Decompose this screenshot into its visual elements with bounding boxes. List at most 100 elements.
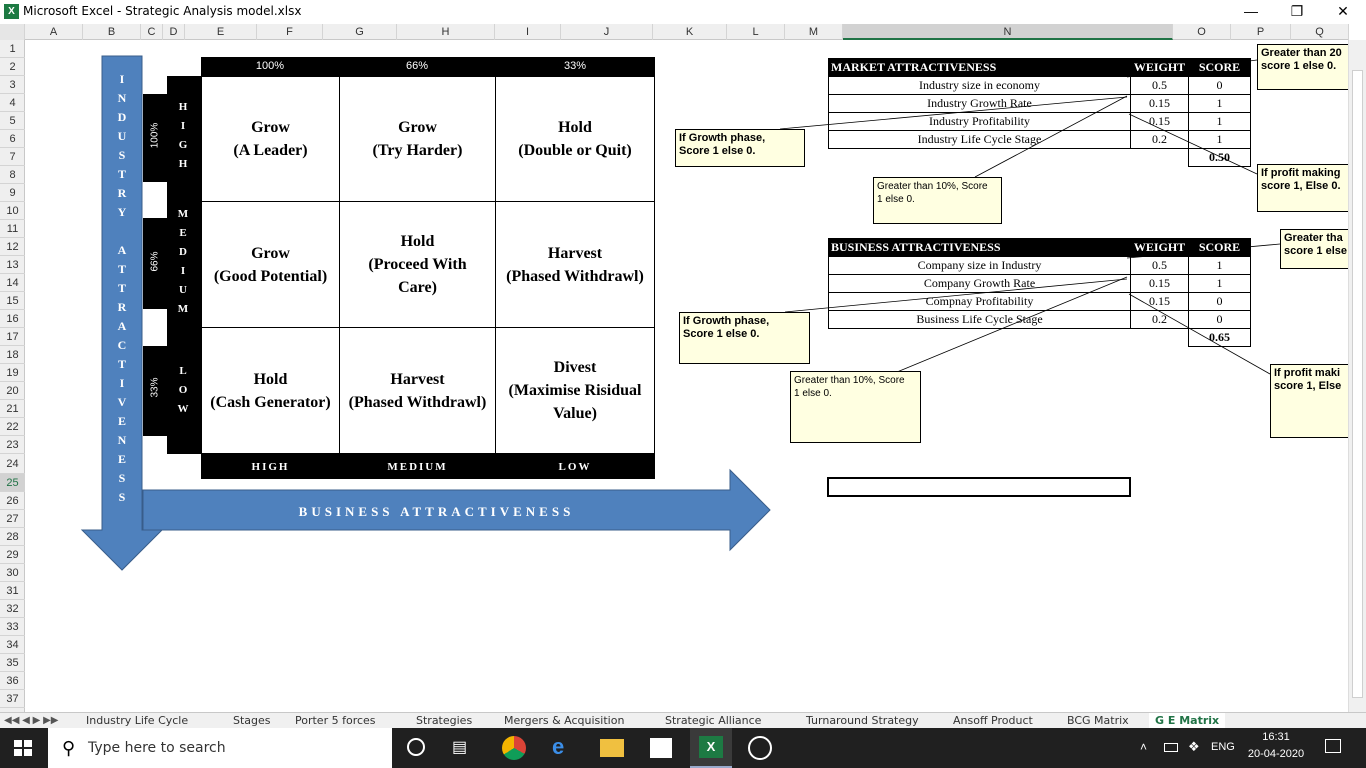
row-header[interactable]: 16 (0, 310, 25, 328)
photos-icon[interactable] (748, 736, 772, 760)
sheet-tab[interactable]: Stages (233, 714, 271, 727)
row-header[interactable]: 7 (0, 148, 25, 166)
column-header[interactable]: Q (1291, 24, 1349, 40)
row-header[interactable]: 12 (0, 238, 25, 256)
column-header[interactable]: B (83, 24, 141, 40)
row-header[interactable]: 20 (0, 382, 25, 400)
worksheet-grid[interactable]: I N D U S T R Y A T T R A C T I V E N E … (25, 40, 1348, 712)
column-header[interactable]: E (185, 24, 257, 40)
windows-start-icon[interactable] (14, 740, 32, 756)
file-explorer-icon[interactable] (600, 739, 624, 757)
cortana-icon[interactable] (407, 738, 425, 756)
row-header[interactable]: 27 (0, 510, 25, 528)
sheet-tab[interactable]: Strategic Alliance (665, 714, 762, 727)
row-header[interactable]: 29 (0, 546, 25, 564)
column-header[interactable]: K (653, 24, 727, 40)
clock-date[interactable]: 20-04-2020 (1247, 748, 1305, 760)
store-icon[interactable] (650, 738, 672, 758)
column-header[interactable]: A (25, 24, 83, 40)
row-header[interactable]: 34 (0, 636, 25, 654)
column-header[interactable]: R (1349, 24, 1366, 40)
sheet-tab[interactable]: Ansoff Product (953, 714, 1033, 727)
comment-market-profit[interactable]: If profit making score 1, Else 0. (1257, 164, 1348, 212)
row-header[interactable]: 23 (0, 436, 25, 454)
row-header[interactable]: 36 (0, 672, 25, 690)
row-header[interactable]: 25 (0, 474, 25, 492)
vertical-scrollbar[interactable] (1348, 40, 1366, 712)
sheet-tab[interactable]: BCG Matrix (1067, 714, 1129, 727)
market-total[interactable]: 0.50 (1188, 148, 1251, 167)
active-cell-selection[interactable] (827, 477, 1131, 497)
row-header[interactable]: 28 (0, 528, 25, 546)
row-header[interactable]: 10 (0, 202, 25, 220)
edge-icon[interactable]: e (552, 734, 565, 759)
close-button[interactable]: ✕ (1337, 3, 1349, 19)
sheet-tab[interactable]: G E Matrix (1149, 713, 1226, 729)
row-header[interactable]: 14 (0, 274, 25, 292)
row-header[interactable]: 6 (0, 130, 25, 148)
row-header[interactable]: 37 (0, 690, 25, 708)
comment-market-growth-phase[interactable]: If Growth phase, Score 1 else 0. (675, 129, 805, 167)
row-header[interactable]: 30 (0, 564, 25, 582)
column-header[interactable]: M (785, 24, 843, 40)
wifi-icon[interactable]: ❖ (1188, 739, 1200, 754)
sheet-tab[interactable]: Industry Life Cycle (86, 714, 189, 727)
column-header[interactable]: D (163, 24, 185, 40)
row-header[interactable]: 24 (0, 454, 25, 474)
row-header[interactable]: 3 (0, 76, 25, 94)
task-view-icon[interactable]: ▤ (452, 739, 468, 756)
row-header[interactable]: 5 (0, 112, 25, 130)
row-header[interactable]: 32 (0, 600, 25, 618)
column-header[interactable]: O (1173, 24, 1231, 40)
column-header[interactable]: L (727, 24, 785, 40)
chrome-icon[interactable] (502, 736, 526, 760)
comment-market-greater-10[interactable]: Greater than 10%, Score 1 else 0. (873, 177, 1002, 224)
sheet-tab[interactable]: Mergers & Acquisition (504, 714, 625, 727)
row-header[interactable]: 21 (0, 400, 25, 418)
column-header[interactable]: J (561, 24, 653, 40)
tab-nav-arrows[interactable]: ◀◀ ◀ ▶ ▶▶ (4, 715, 59, 726)
row-header[interactable]: 11 (0, 220, 25, 238)
maximize-button[interactable]: ❐ (1290, 3, 1304, 19)
column-header[interactable]: N (843, 24, 1173, 40)
clock-time[interactable]: 16:31 (1262, 731, 1290, 743)
row-header[interactable]: 9 (0, 184, 25, 202)
column-header[interactable]: P (1231, 24, 1291, 40)
column-header[interactable]: C (141, 24, 163, 40)
excel-taskbar-button[interactable]: X (690, 728, 732, 768)
column-header[interactable]: I (495, 24, 561, 40)
comment-business-greater[interactable]: Greater tha score 1 else (1280, 229, 1348, 269)
row-header[interactable]: 22 (0, 418, 25, 436)
sheet-tab[interactable]: Strategies (416, 714, 473, 727)
comment-business-profit[interactable]: If profit maki score 1, Else (1270, 364, 1348, 438)
show-hidden-icons-icon[interactable]: ˄ (1140, 740, 1148, 754)
row-header[interactable]: 15 (0, 292, 25, 310)
row-header[interactable]: 19 (0, 364, 25, 382)
battery-icon[interactable] (1164, 743, 1178, 752)
language-indicator[interactable]: ENG (1211, 741, 1235, 753)
sheet-tab[interactable]: Porter 5 forces (295, 714, 376, 727)
row-header[interactable]: 13 (0, 256, 25, 274)
row-header[interactable]: 2 (0, 58, 25, 76)
column-header[interactable]: H (397, 24, 495, 40)
row-header[interactable]: 8 (0, 166, 25, 184)
sheet-tab[interactable]: Turnaround Strategy (806, 714, 919, 727)
row-header[interactable]: 1 (0, 40, 25, 58)
row-header[interactable]: 26 (0, 492, 25, 510)
comment-business-greater-10[interactable]: Greater than 10%, Score 1 else 0. (790, 371, 921, 443)
row-header[interactable]: 33 (0, 618, 25, 636)
row-header[interactable]: 35 (0, 654, 25, 672)
column-header[interactable]: F (257, 24, 323, 40)
row-header[interactable]: 31 (0, 582, 25, 600)
taskbar-search-box[interactable]: ⚲ Type here to search (48, 728, 392, 768)
comment-market-greater-20[interactable]: Greater than 20 score 1 else 0. (1257, 44, 1348, 90)
row-header[interactable]: 4 (0, 94, 25, 112)
row-header[interactable]: 17 (0, 328, 25, 346)
column-header[interactable]: G (323, 24, 397, 40)
scrollbar-thumb[interactable] (1352, 70, 1363, 698)
business-total[interactable]: 0.65 (1188, 328, 1251, 347)
row-header[interactable]: 18 (0, 346, 25, 364)
select-all-corner[interactable] (0, 24, 25, 40)
minimize-button[interactable]: — (1244, 3, 1258, 19)
notification-icon[interactable] (1325, 739, 1341, 753)
